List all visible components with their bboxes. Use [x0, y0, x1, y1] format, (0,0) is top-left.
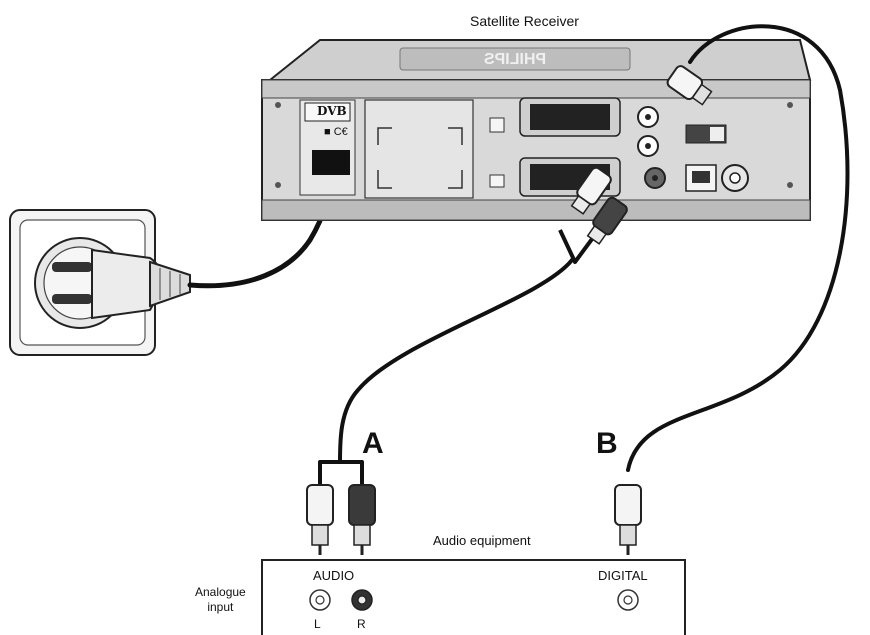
plug-left-white: [306, 484, 334, 555]
digital-label: DIGITAL: [598, 568, 648, 583]
cable-b-digital: [626, 24, 850, 472]
dvb-label: DVB: [317, 104, 347, 118]
left-channel-label: L: [314, 617, 321, 631]
receiver-label: Satellite Receiver: [470, 13, 579, 29]
cable-a-label: A: [362, 427, 384, 460]
right-channel-label: R: [357, 617, 366, 631]
audio-equipment-box: [261, 559, 686, 635]
ce-mark-label: ■ C€: [324, 126, 348, 138]
audio-equipment-label: Audio equipment: [433, 533, 531, 548]
cable-b-label: B: [596, 427, 618, 460]
receiver-logo: PHILIPS: [484, 51, 547, 68]
analogue-input-label: Analogue input: [195, 585, 246, 614]
cable-a-analogue: [318, 166, 628, 485]
plug-right-red: [348, 484, 376, 555]
plug-digital: [614, 484, 642, 555]
power-plug: [52, 248, 191, 320]
audio-label: AUDIO: [313, 568, 355, 583]
